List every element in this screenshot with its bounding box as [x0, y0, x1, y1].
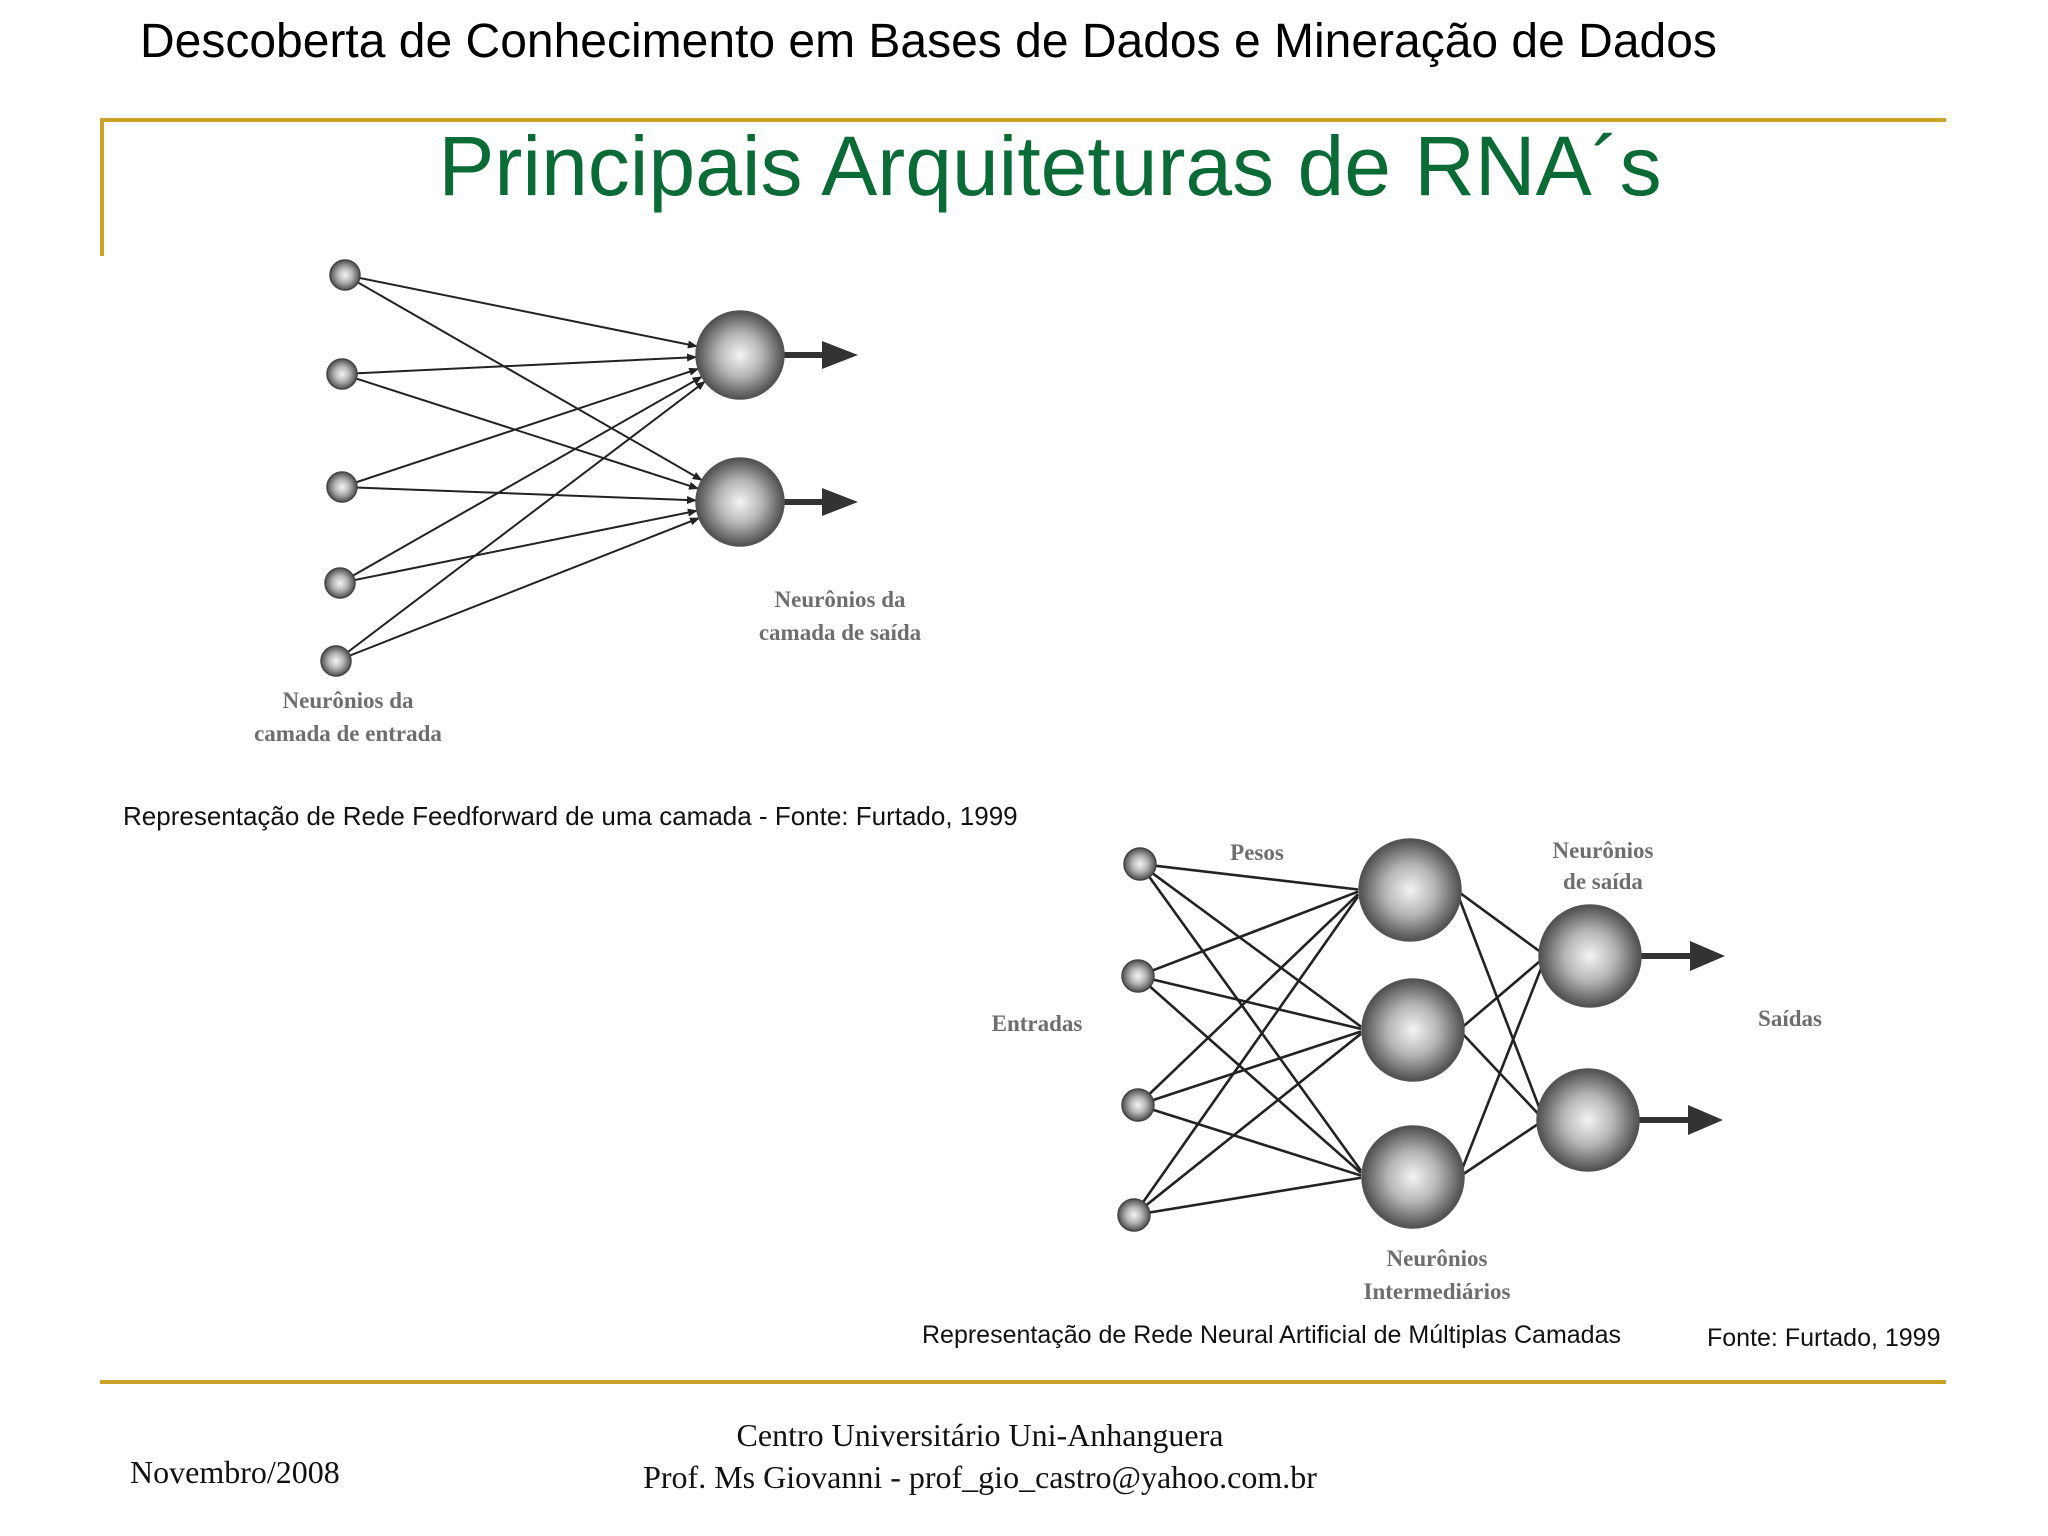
hidden-neuron-2	[1361, 978, 1465, 1082]
connection-in5-out1	[335, 380, 706, 662]
single-layer-network: Neurônios da camada de entrada Neurônios…	[123, 259, 1018, 831]
top-rule	[100, 118, 1946, 122]
connection-in4-out1	[339, 375, 703, 584]
course-title: Descoberta de Conhecimento em Bases de D…	[140, 15, 1717, 68]
final-arrow-head-2	[1688, 1105, 1723, 1135]
weight-in4-hid1	[1132, 895, 1360, 1216]
footer-date: Novembro/2008	[130, 1454, 340, 1490]
single-layer-connections	[335, 274, 858, 662]
output-neurons-label-line2: de saída	[1563, 869, 1643, 894]
multi-layer-source: Fonte: Furtado, 1999	[1707, 1324, 1940, 1352]
weight-in1-hid1	[1139, 862, 1359, 891]
connection-in5-out2	[335, 517, 700, 662]
connection-in2-out1	[341, 353, 698, 375]
weight-in3-hid2	[1137, 1030, 1362, 1107]
weight-hid1-out1	[1455, 888, 1547, 958]
mlp-input-neuron-1	[1123, 847, 1157, 881]
hidden-neuron-1	[1358, 838, 1462, 942]
input-neuron-4	[324, 567, 356, 599]
hidden-neurons-label-line1: Neurônios	[1387, 1246, 1488, 1271]
single-layer-neurons	[320, 259, 785, 677]
output-arrow-head-1	[822, 341, 858, 369]
connection-in4-out2	[339, 508, 698, 584]
input-neuron-2	[326, 358, 358, 390]
multi-layer-network: Pesos Entradas Neurônios de saída Saídas…	[922, 838, 1940, 1352]
footer-institution: Centro Universitário Uni-Anhanguera	[736, 1417, 1224, 1453]
weight-in1-hid2	[1139, 862, 1362, 1028]
output-layer-label-line1: Neurônios da	[775, 587, 906, 612]
footer-professor: Prof. Ms Giovanni - prof_gio_castro@yaho…	[643, 1459, 1317, 1495]
weight-in2-hid3	[1137, 975, 1362, 1174]
connection-in3-out2	[341, 486, 698, 505]
multi-layer-connections	[1132, 862, 1725, 1217]
footer-credits: Centro Universitário Uni-Anhanguera Prof…	[0, 1414, 1960, 1498]
connection-in1-out2	[344, 274, 703, 481]
weight-in3-hid3	[1137, 1103, 1362, 1177]
weight-hid2-out2	[1458, 1029, 1545, 1121]
mlp-input-neuron-2	[1121, 959, 1155, 993]
mlp-output-neuron-2	[1536, 1068, 1640, 1172]
input-neuron-1	[329, 259, 361, 291]
weight-hid3-out1	[1457, 955, 1548, 1178]
bottom-rule	[100, 1380, 1946, 1384]
multi-layer-caption: Representação de Rede Neural Artificial …	[922, 1321, 1621, 1349]
input-layer-label-line1: Neurônios da	[283, 688, 414, 713]
output-arrow-head-2	[822, 488, 858, 516]
mlp-output-neuron-1	[1538, 904, 1642, 1008]
input-neuron-5	[320, 645, 352, 677]
output-neuron-1	[695, 310, 785, 400]
multi-layer-neurons	[1117, 838, 1642, 1232]
mlp-input-neuron-3	[1121, 1088, 1155, 1122]
connection-in3-out1	[341, 367, 700, 488]
weight-in4-hid2	[1133, 1032, 1362, 1217]
output-neurons-label-line1: Neurônios	[1553, 838, 1654, 863]
weight-hid2-out1	[1458, 955, 1547, 1031]
output-neuron-2	[695, 457, 785, 547]
hidden-neurons-label-line2: Intermediários	[1364, 1279, 1511, 1304]
connection-in2-out2	[341, 373, 700, 490]
weight-in1-hid3	[1138, 863, 1363, 1172]
hidden-neuron-3	[1361, 1125, 1465, 1229]
weight-in3-hid1	[1137, 893, 1359, 1106]
input-layer-label-line2: camada de entrada	[254, 721, 442, 746]
slide-title: Principais Arquiteturas de RNA´s	[438, 119, 1662, 213]
single-layer-caption: Representação de Rede Feedforward de uma…	[123, 801, 1018, 831]
weight-in2-hid1	[1137, 890, 1359, 978]
weights-label: Pesos	[1230, 840, 1284, 865]
weight-in4-hid3	[1133, 1176, 1362, 1217]
input-neuron-3	[326, 471, 358, 503]
left-rule	[100, 118, 104, 256]
output-layer-label-line2: camada de saída	[759, 620, 922, 645]
final-arrow-head-1	[1690, 941, 1725, 971]
connection-in1-out1	[344, 274, 698, 349]
outputs-label: Saídas	[1758, 1006, 1822, 1031]
mlp-input-neuron-4	[1117, 1198, 1151, 1232]
inputs-label: Entradas	[992, 1011, 1083, 1036]
weight-hid3-out2	[1458, 1118, 1545, 1179]
weight-in2-hid2	[1137, 974, 1362, 1031]
weight-hid1-out2	[1454, 889, 1546, 1121]
